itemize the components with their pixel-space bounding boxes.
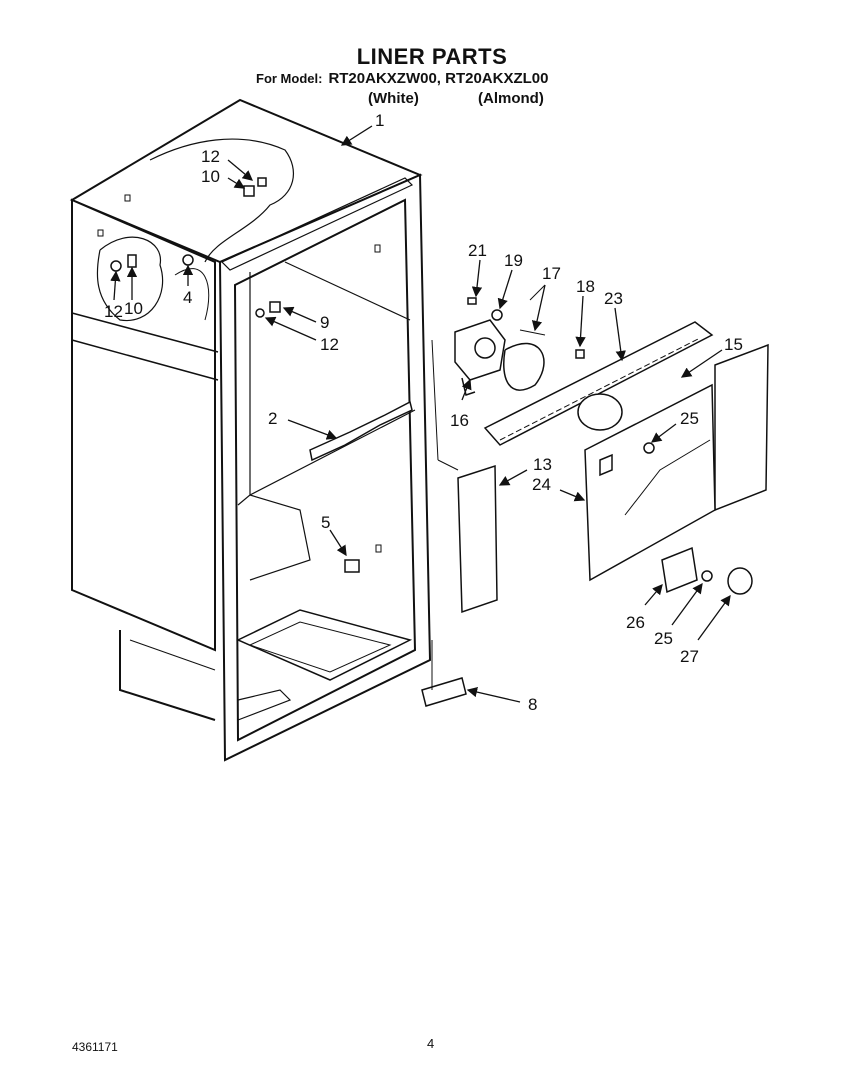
callout-21: 21 [468,241,487,260]
callout-numbers: 1 2 4 5 8 9 10 10 12 12 12 13 15 16 17 1… [104,111,743,714]
model-line: For Model: RT20AKXZW00, RT20AKXZL00 [256,70,549,87]
page-title: LINER PARTS [356,44,508,69]
callout-18: 18 [576,277,595,296]
callout-17: 17 [542,264,561,283]
small-panels [421,464,753,707]
callout-2: 2 [268,409,277,428]
variant-almond: (Almond) [478,90,544,107]
evaporator-grille [483,321,714,446]
callout-16: 16 [450,411,469,430]
callout-9: 9 [320,313,329,332]
callout-5: 5 [321,513,330,532]
doc-number: 4361171 [72,1040,118,1054]
callout-12c: 12 [320,335,339,354]
model-numbers: RT20AKXZW00, RT20AKXZL00 [328,70,549,87]
callout-10a: 10 [201,167,220,186]
callout-23: 23 [604,289,623,308]
callout-leaders [110,125,731,703]
callout-25a: 25 [680,409,699,428]
page-number: 4 [427,1036,435,1051]
callout-10b: 10 [124,299,143,318]
callout-25b: 25 [654,629,673,648]
callout-12a: 12 [201,147,220,166]
callout-1: 1 [375,111,384,130]
fan-motor-assembly [454,284,585,396]
callout-26: 26 [626,613,645,632]
rear-panel [584,343,769,582]
liner-cabinet [69,98,432,762]
callout-12b: 12 [104,302,123,321]
callout-13: 13 [533,455,552,474]
variant-white: (White) [368,90,419,107]
callout-4: 4 [183,288,192,307]
callout-27: 27 [680,647,699,666]
callout-19: 19 [504,251,523,270]
callout-8: 8 [528,695,537,714]
model-label: For Model: [256,71,323,86]
callout-24: 24 [532,475,551,494]
callout-15: 15 [724,335,743,354]
